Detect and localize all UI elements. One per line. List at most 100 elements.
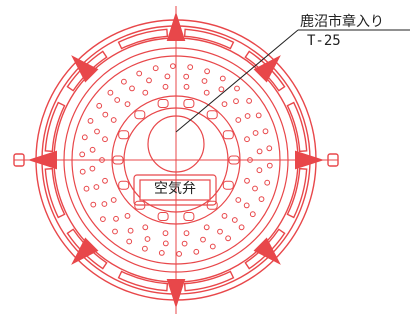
frame-segment [183, 28, 235, 50]
tread-hole [114, 97, 121, 103]
tread-hole [142, 245, 148, 252]
frame-lug [253, 237, 281, 265]
tread-hole [244, 177, 250, 184]
tread-hole [102, 136, 108, 143]
tread-block [183, 99, 195, 108]
tread-hole [96, 102, 103, 109]
frame-lug [253, 55, 281, 83]
tread-block [157, 99, 169, 108]
tread-hole [233, 98, 239, 105]
outer-frame [13, 11, 339, 309]
tread-hole [110, 197, 117, 203]
frame-segment [44, 101, 66, 153]
tread-hole [243, 202, 250, 209]
tread-hole [246, 98, 253, 104]
tread-hole [200, 236, 206, 243]
tread-hole [90, 201, 97, 208]
tread-hole [124, 101, 131, 107]
tread-hole [204, 68, 211, 75]
tread-hole [234, 85, 240, 92]
tread-hole [217, 228, 223, 235]
tread-hole [183, 73, 190, 80]
tread-hole [100, 216, 106, 223]
tread-hole [238, 224, 245, 231]
tread-hole [94, 128, 100, 135]
tread-hole [266, 162, 273, 169]
tread-hole [183, 83, 190, 90]
tread-hole [162, 230, 169, 237]
tread-pattern [79, 63, 273, 257]
tread-hole [203, 224, 210, 231]
frame-lug [71, 237, 99, 265]
tread-block [118, 130, 130, 140]
tread-hole [89, 146, 96, 153]
tread-hole [256, 148, 263, 155]
tread-hole [221, 213, 228, 219]
tread-block [134, 110, 146, 120]
tread-hole [255, 112, 262, 119]
tread-hole [162, 83, 169, 90]
tread-hole [93, 184, 100, 190]
tread-hole [152, 65, 159, 72]
leader-diagonal [175, 29, 299, 133]
tread-hole [87, 118, 94, 124]
valve-plate-inner [139, 179, 211, 201]
tread-hole [201, 78, 208, 84]
tread-hole [124, 213, 131, 219]
tread-hole [256, 167, 263, 174]
tread-hole [162, 240, 169, 247]
tread-hole [136, 70, 143, 77]
frame-segment [66, 50, 108, 92]
tread-hole [113, 215, 119, 222]
tread-hole [235, 197, 242, 203]
tread-hole [218, 86, 225, 93]
tread-hole [170, 63, 176, 69]
tread-hole [107, 89, 114, 96]
frame-segment [286, 101, 308, 153]
tread-hole [129, 85, 135, 92]
tread-hole [187, 64, 194, 70]
tread-hole [146, 77, 152, 84]
tread-block [134, 200, 146, 210]
load-class-label: T-25 [307, 33, 341, 49]
frame-segment [244, 50, 286, 92]
tread-hole [102, 111, 109, 118]
tread-hole [252, 185, 258, 192]
tread-block [206, 110, 218, 120]
frame-segment [244, 228, 286, 270]
tread-hole [79, 151, 86, 158]
tread-hole [142, 89, 149, 96]
tread-block [157, 212, 169, 221]
frame-segment [117, 28, 169, 50]
center-lines [14, 6, 338, 314]
tread-hole [102, 177, 108, 184]
tread-hole [258, 196, 265, 203]
tread-hole [264, 179, 271, 186]
tread-hole [79, 168, 86, 175]
tread-block [118, 180, 130, 190]
tread-hole [181, 240, 188, 247]
tread-hole [219, 75, 226, 82]
tread-hole [121, 78, 127, 85]
air-valve-label: 空気弁 [154, 181, 196, 197]
frame-segment [66, 228, 108, 270]
tread-hole [101, 201, 108, 207]
tread-hole [252, 130, 259, 136]
tread-hole [249, 211, 256, 218]
tread-hole [193, 248, 200, 255]
tread-hole [144, 236, 151, 242]
tread-block [222, 180, 234, 190]
tread-hole [126, 238, 133, 245]
tread-hole [110, 117, 117, 123]
tread-block [183, 212, 195, 221]
tread-hole [231, 217, 238, 223]
tread-hole [244, 136, 250, 143]
tread-hole [225, 235, 232, 242]
tread-hole [127, 227, 134, 234]
tread-hole [244, 113, 251, 119]
tread-hole [221, 101, 228, 107]
frame-segment [183, 270, 235, 292]
tread-hole [142, 224, 149, 231]
crest-label: 鹿沼市章入り [300, 14, 384, 30]
